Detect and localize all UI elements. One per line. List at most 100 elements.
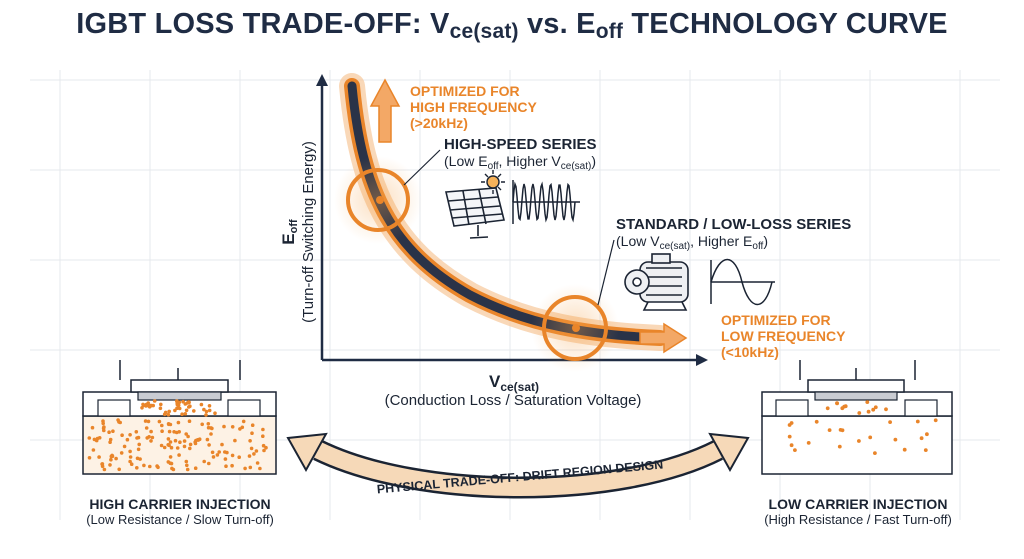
standard-leader [597,239,615,306]
carrier-dot [175,446,180,450]
carrier-dot [222,424,226,429]
carrier-dot [158,406,163,411]
carrier-dot [184,459,189,464]
carrier-dot [843,404,848,409]
carrier-dot [175,399,179,403]
carrier-dot [166,437,171,441]
carrier-dot [184,408,189,413]
carrier-dot [102,467,107,472]
carrier-dot [261,434,265,439]
carrier-dot [180,412,184,417]
carrier-dot [176,420,181,425]
carrier-dot [187,419,192,424]
chart-axes [316,74,708,366]
y-axis-description: (Turn-off Switching Energy) [300,141,317,323]
carrier-dot [125,437,130,442]
carrier-dot [223,457,228,461]
carrier-dot [255,461,260,465]
carrier-dot [238,427,242,431]
carrier-dot [141,402,145,407]
carrier-dot [107,430,111,435]
carrier-dot [857,411,862,415]
carrier-dot [166,422,171,427]
carrier-dot [135,466,139,470]
carrier-dot [149,429,153,434]
carrier-dot [188,442,193,447]
carrier-dot [249,446,254,451]
carrier-dot [866,409,871,414]
carrier-dot [202,407,206,412]
carrier-dot [174,430,179,435]
carrier-dot [159,402,163,407]
carrier-dot [111,429,115,434]
tradeoff-double-arrow [286,432,750,499]
carrier-dot [87,456,92,460]
carrier-dot [857,439,861,443]
standard-series-label: STANDARD / LOW-LOSS SERIES (Low Vce(sat)… [616,216,852,252]
carrier-dot [183,412,188,416]
carrier-dot [110,453,114,458]
carrier-dot [167,409,171,414]
carrier-dot [146,401,150,405]
carrier-dot [173,438,178,443]
carrier-dot [166,412,171,417]
carrier-dot [207,443,211,447]
carrier-dot [915,419,920,424]
carrier-dot [97,455,101,459]
carrier-dot [241,419,246,424]
carrier-dot [100,462,104,466]
carrier-dot [789,443,794,448]
carrier-dot [147,405,152,409]
carrier-dot [192,409,196,413]
carrier-dot [108,440,112,445]
carrier-dot [128,455,133,459]
carrier-dot [230,463,234,468]
x-axis-title: Vce(sat) [488,372,540,394]
carrier-dot [865,400,870,404]
carrier-dot [159,443,164,448]
carrier-dot [157,419,162,424]
carrier-dot [884,407,888,412]
carrier-dot [163,410,168,415]
carrier-dot [149,439,153,443]
low-frequency-wave-icon [710,259,775,305]
left-device-cross-section [82,360,277,475]
carrier-dot [128,433,132,437]
carrier-dot [840,406,845,411]
carrier-dot [155,464,159,468]
carrier-dot [134,430,139,434]
carrier-dot [200,422,204,427]
carrier-dot [199,402,204,407]
carrier-dot [147,435,151,439]
sun-icon [481,170,505,194]
carrier-dot [205,437,210,442]
carrier-dot [91,448,96,452]
carrier-dot [128,459,132,464]
carrier-dot [177,406,182,411]
high-frequency-wave-icon [512,180,580,224]
y-axis-title: Eoff (Turn-off Switching Energy) [279,141,317,323]
carrier-dot [835,401,839,406]
carrier-dot [108,437,113,442]
carrier-dot [814,419,819,424]
carrier-dot [109,457,113,462]
left-device-caption: HIGH CARRIER INJECTION (Low Resistance /… [86,496,274,527]
carrier-dot [252,452,256,456]
carrier-dot [117,467,121,472]
carrier-dot [160,423,164,428]
carrier-dot [193,466,198,471]
carrier-dot [806,441,811,445]
carrier-dot [789,421,794,425]
carrier-dot [250,423,255,428]
carrier-dot [220,442,224,447]
carrier-dot [175,402,180,407]
carrier-dot [871,407,876,412]
carrier-dot [120,433,124,438]
carrier-dot [258,466,262,471]
carrier-dot [150,435,155,440]
carrier-dot [92,437,97,442]
carrier-dot [101,421,105,426]
carrier-dot [838,428,843,432]
